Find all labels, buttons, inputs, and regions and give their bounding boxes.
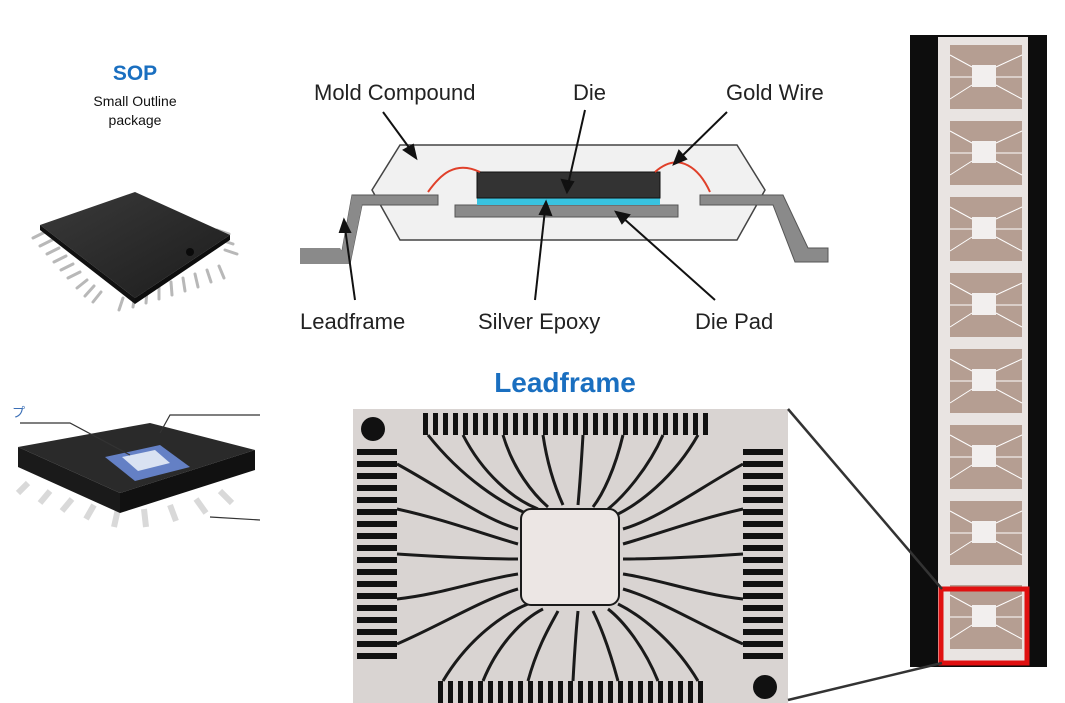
leadframe-photo bbox=[353, 409, 788, 703]
leadframe-strip-image bbox=[910, 35, 1047, 667]
label-gold-wire: Gold Wire bbox=[726, 80, 824, 105]
die-pad bbox=[454, 204, 679, 218]
sop-title: SOP bbox=[112, 62, 158, 85]
cutaway-package-image bbox=[15, 414, 260, 528]
sop-subtitle-line2: package bbox=[108, 112, 162, 128]
label-die-pad: Die Pad bbox=[695, 309, 774, 334]
silver-epoxy-layer bbox=[477, 198, 660, 205]
label-silver-epoxy: Silver Epoxy bbox=[478, 309, 601, 334]
leadframe-photo-title: Leadframe bbox=[494, 367, 636, 398]
leadframe-left-lead bbox=[329, 194, 439, 265]
mold-compound-body bbox=[371, 144, 766, 241]
leadframe-left-bend bbox=[340, 195, 362, 264]
label-mold-compound: Mold Compound bbox=[314, 80, 476, 105]
die bbox=[476, 171, 661, 199]
leadframe-left-foot bbox=[300, 248, 350, 264]
gold-wire-left bbox=[427, 166, 481, 193]
label-leadframe: Leadframe bbox=[300, 309, 406, 334]
gold-wire-right bbox=[654, 161, 711, 193]
qfp-chip-image bbox=[31, 192, 239, 312]
leadframe-die-pad bbox=[520, 508, 620, 606]
leadframe-right-lead bbox=[699, 194, 829, 263]
cutaway-partial-label: プ bbox=[12, 405, 26, 420]
sop-subtitle-line1: Small Outline bbox=[93, 93, 177, 109]
label-die: Die bbox=[573, 80, 607, 105]
highlight-box bbox=[938, 586, 1030, 666]
